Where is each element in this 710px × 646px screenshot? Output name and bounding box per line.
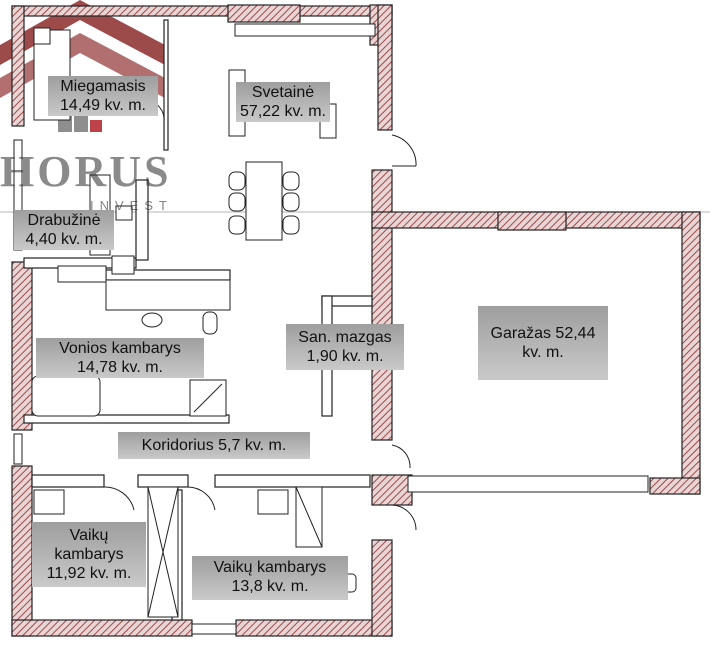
- room-label-svetaine: Svetainė 57,22 kv. m.: [236, 82, 330, 122]
- bathroom-fixtures: [31, 311, 227, 417]
- room-label-vaiku-kambarys-1: Vaikų kambarys 11,92 kv. m.: [32, 522, 146, 587]
- windows: [13, 23, 649, 635]
- logo-text: HORUS: [0, 147, 172, 196]
- room-label-san-mazgas: San. mazgas 1,90 kv. m.: [286, 324, 404, 370]
- kitchen-counter: [57, 205, 231, 311]
- room-label-vonios-kambarys: Vonios kambarys 14,78 kv. m.: [36, 338, 204, 378]
- room-label-miegamasis: Miegamasis 14,49 kv. m.: [48, 76, 158, 116]
- room-label-vaiku-kambarys-2: Vaikų kambarys 13,8 kv. m.: [192, 556, 348, 600]
- room-label-drabuzine: Drabužinė 4,40 kv. m.: [14, 210, 114, 250]
- room-label-koridorius: Koridorius 5,7 kv. m.: [118, 432, 310, 459]
- doors: [103, 99, 417, 531]
- logo-subtext: INVEST: [90, 198, 173, 213]
- room-label-garazas: Garažas 52,44 kv. m.: [478, 306, 608, 380]
- dining-table: [228, 161, 300, 241]
